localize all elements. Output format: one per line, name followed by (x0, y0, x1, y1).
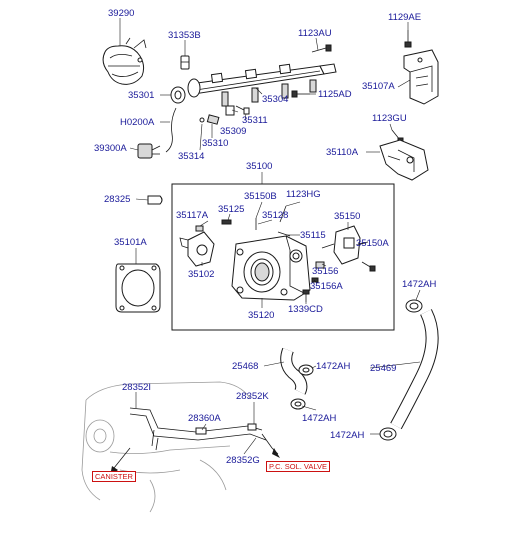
label-35125: 35125 (218, 204, 245, 215)
part-28352-vapor-hoses (110, 407, 280, 476)
label-35156A: 35156A (310, 281, 343, 292)
label-28352I: 28352I (122, 382, 152, 393)
throttle-body-assembly-box (171, 183, 395, 331)
label-39290: 39290 (108, 8, 135, 19)
label-1123AU: 1123AU (298, 28, 332, 39)
label-35115: 35115 (300, 230, 326, 241)
part-35102-tps (179, 231, 215, 267)
part-35115 (277, 231, 291, 237)
part-35110A-bracket (379, 139, 429, 181)
label-28352K: 28352K (236, 391, 269, 402)
label-1339CD: 1339CD (288, 304, 323, 315)
label-28352G: 28352G (226, 455, 260, 466)
label-1123GU: 1123GU (372, 113, 407, 124)
label-35304: 35304 (262, 94, 289, 105)
label-35110A: 35110A (326, 147, 359, 158)
label-35100: 35100 (246, 161, 273, 172)
label-1125AD: 1125AD (318, 89, 352, 100)
part-1472AH-clamp-top (405, 299, 423, 313)
part-39290-cover (102, 37, 147, 85)
part-1129AE-bolt (404, 30, 412, 48)
label-31353B: 31353B (168, 30, 201, 41)
label-35150A: 35150A (356, 238, 389, 249)
part-35125 (221, 219, 232, 225)
part-1472AH-clamp-bot (379, 427, 397, 441)
label-1123HG: 1123HG (286, 189, 321, 200)
label-39300A: 39300A (94, 143, 127, 154)
label-35150: 35150 (334, 211, 361, 222)
part-35301-regulator (170, 86, 186, 104)
leader-lines (119, 18, 421, 455)
label-1472AH-top: 1472AH (402, 279, 437, 290)
label-1472AH-mid: 1472AH (316, 361, 351, 372)
part-35304-fuel-rail (187, 63, 337, 107)
label-H0200A: H0200A (120, 117, 155, 128)
label-35150B: 35150B (244, 191, 277, 202)
part-35150A (361, 261, 376, 272)
part-35117A (195, 225, 204, 232)
part-28325-plug (147, 195, 163, 205)
label-35156: 35156 (312, 266, 339, 277)
part-25468-hose (280, 347, 308, 395)
label-35311: 35311 (242, 115, 268, 126)
part-35150-isc-valve (321, 225, 369, 265)
part-39300A-sensor (137, 143, 161, 159)
label-35102: 35102 (188, 269, 215, 280)
label-25468: 25468 (232, 361, 259, 372)
manifold-ghost-outline (81, 381, 251, 513)
label-35120: 35120 (248, 310, 275, 321)
label-35101A: 35101A (114, 237, 147, 248)
label-35310: 35310 (202, 138, 229, 149)
part-35120-throttle-body (231, 235, 311, 301)
part-1123AU-bolt (311, 44, 332, 53)
part-1123HG-bolt (279, 205, 287, 223)
label-25469: 25469 (370, 363, 397, 374)
label-35309: 35309 (220, 126, 247, 137)
part-31353B-clip (180, 55, 190, 70)
label-35117A: 35117A (176, 210, 209, 221)
part-1339CD-bolt (302, 289, 310, 302)
label-1129AE: 1129AE (388, 12, 422, 23)
label-35107A: 35107A (362, 81, 395, 92)
pcsv-tag: P.C. SOL. VALVE (266, 461, 330, 472)
label-35128: 35128 (262, 210, 289, 221)
part-35107A-bracket (403, 49, 439, 105)
part-35101A-gasket (115, 263, 161, 313)
label-1472AH-bot: 1472AH (330, 430, 365, 441)
label-1472AH-low: 1472AH (302, 413, 337, 424)
part-H0200A-hose (165, 107, 177, 153)
label-35314: 35314 (178, 151, 205, 162)
canister-tag: CANISTER (92, 471, 136, 482)
part-1125AD-bolt (291, 90, 310, 98)
label-35301: 35301 (128, 90, 155, 101)
label-28360A: 28360A (188, 413, 221, 424)
part-1472AH-clamps-mid (290, 364, 314, 410)
part-25469-hose (390, 309, 439, 430)
label-28325: 28325 (104, 194, 131, 205)
